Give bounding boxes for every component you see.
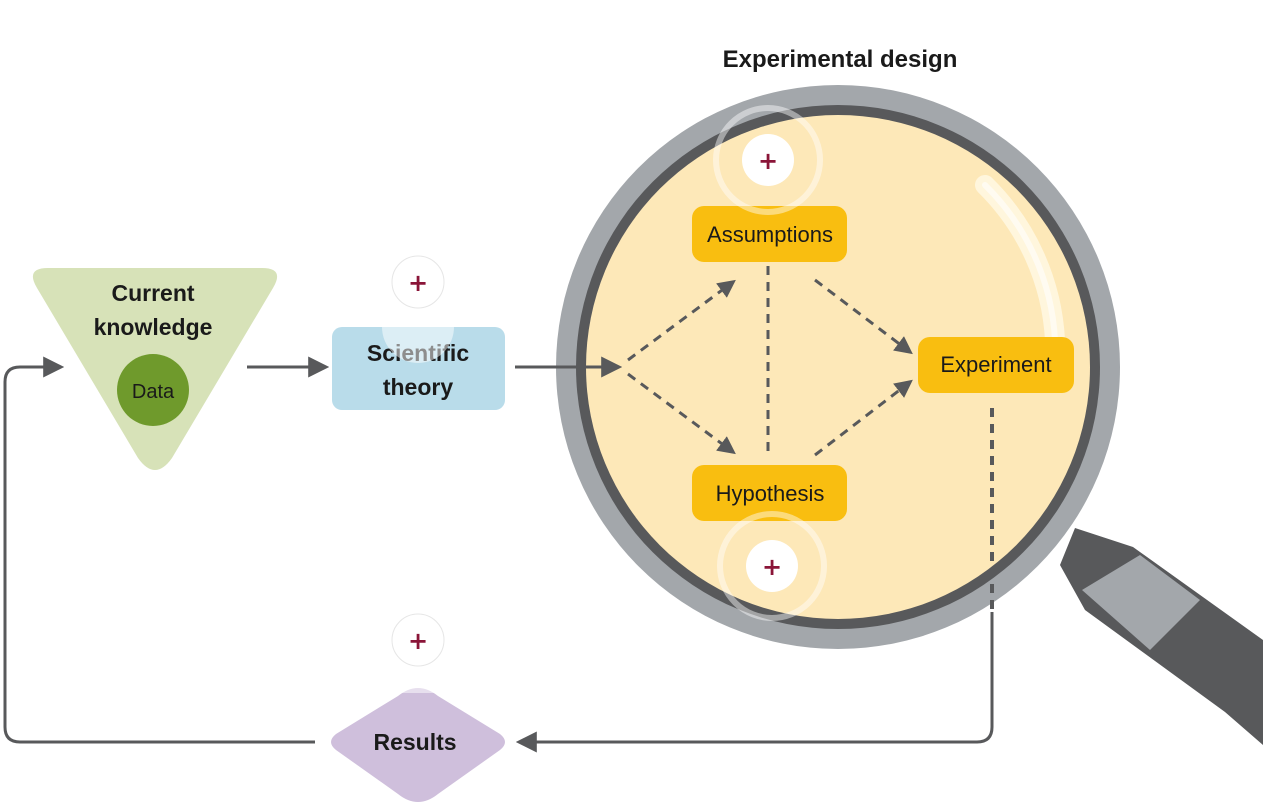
plus-button-assumptions[interactable]: + [713, 105, 823, 215]
plus-button-theory[interactable]: + [382, 255, 454, 363]
dashed-arrow-assumptions-to-experiment [814, 278, 913, 355]
diagram-title: Experimental design [723, 46, 958, 73]
results-label: Results [373, 729, 456, 755]
plus-icon: + [408, 269, 428, 297]
current-knowledge-node: Current knowledge Data [32, 268, 278, 470]
dashed-arrow-to-assumptions [627, 279, 736, 362]
magnifier-handle [1060, 528, 1263, 745]
results-node: Results [331, 688, 505, 802]
plus-icon: + [762, 553, 782, 581]
arrow-experiment-to-results [515, 612, 994, 753]
dashed-arrow-to-hypothesis [627, 372, 736, 455]
assumptions-node: Assumptions [692, 206, 847, 262]
current-knowledge-line1: Current [111, 280, 194, 306]
experiment-node: Experiment [918, 337, 1074, 393]
plus-button-results[interactable]: + [391, 613, 445, 693]
plus-icon: + [408, 627, 428, 655]
plus-icon: + [758, 147, 778, 175]
loop-arrow-results-to-knowledge [3, 356, 315, 744]
design-connectors [627, 266, 913, 457]
data-circle [117, 354, 189, 426]
hypothesis-node: Hypothesis [692, 465, 847, 521]
scientific-theory-line2: theory [383, 374, 454, 400]
assumptions-label: Assumptions [707, 222, 833, 247]
data-label: Data [132, 381, 175, 403]
current-knowledge-line2: knowledge [94, 314, 213, 340]
hypothesis-label: Hypothesis [716, 481, 825, 506]
dashed-arrow-hypothesis-to-experiment [814, 379, 913, 457]
experiment-label: Experiment [940, 352, 1051, 377]
plus-button-hypothesis[interactable]: + [717, 511, 827, 621]
